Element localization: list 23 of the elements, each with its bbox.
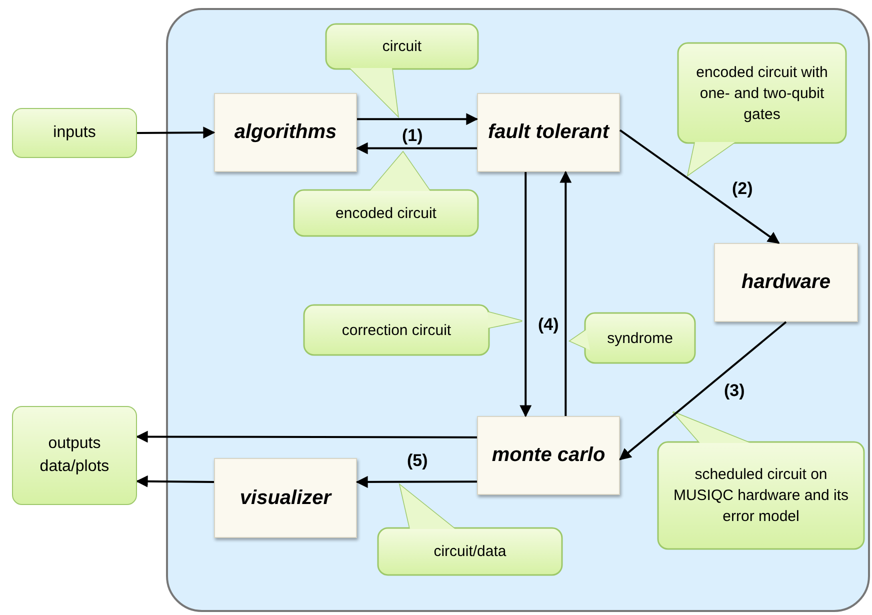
process-box: visualizer — [214, 458, 357, 538]
arrow — [356, 142, 477, 154]
system-panel — [166, 8, 870, 612]
edge-label: (5) — [405, 452, 430, 471]
arrow — [520, 172, 532, 418]
arrow — [136, 475, 214, 488]
callout-bubble: outputs data/plots — [12, 406, 137, 505]
process-box: monte carlo — [477, 416, 620, 495]
arrow — [560, 170, 572, 416]
arrow — [619, 321, 787, 460]
arrow — [356, 476, 477, 488]
arrow — [619, 129, 780, 244]
edge-label: (4) — [536, 316, 561, 335]
callout-bubble: inputs — [12, 108, 137, 158]
arrow — [137, 126, 216, 139]
edge-label: (3) — [722, 382, 747, 401]
arrow — [357, 113, 478, 126]
edge-label: (1) — [400, 127, 425, 146]
process-box: hardware — [714, 243, 858, 322]
edge-label: (2) — [730, 180, 755, 199]
process-box: fault tolerant — [477, 93, 620, 172]
process-box: algorithms — [214, 93, 357, 172]
arrow — [136, 430, 477, 443]
